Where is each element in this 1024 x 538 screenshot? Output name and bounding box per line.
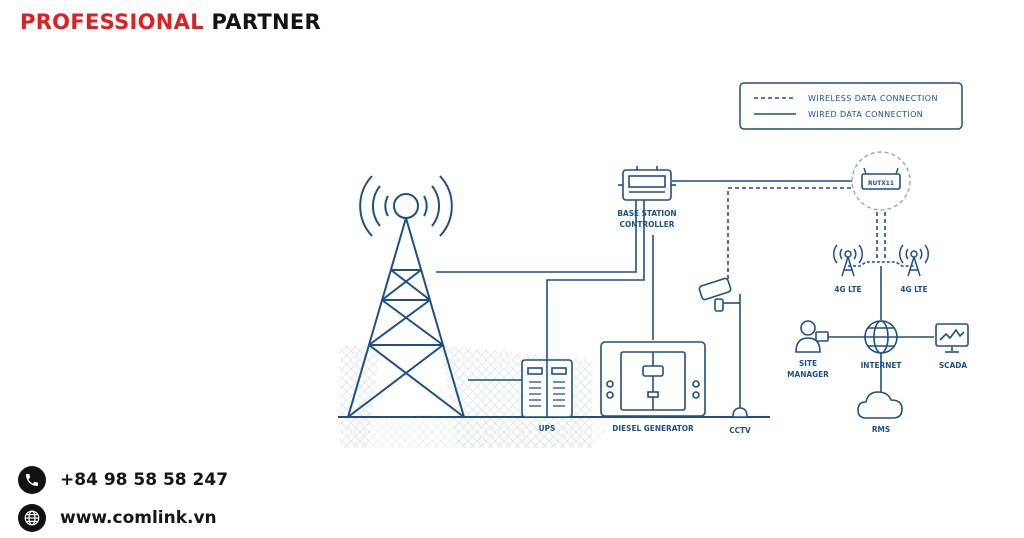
base-station-controller-icon [618, 166, 676, 201]
label-rms: RMS [872, 424, 890, 434]
label-lte-left: 4G LTE [834, 284, 861, 294]
legend-wireless: WIRELESS DATA CONNECTION [808, 94, 938, 103]
diesel-generator-icon [600, 341, 706, 417]
antenna-icon-left [833, 244, 863, 277]
cell-tower-icon [347, 175, 465, 418]
page-header: PROFESSIONAL PARTNER [20, 10, 321, 34]
label-ups: UPS [539, 423, 556, 433]
scada-monitor-icon [935, 323, 969, 353]
label-cctv: CCTV [729, 425, 751, 435]
connections [436, 180, 934, 392]
header-word-partner: PARTNER [211, 10, 321, 34]
label-lte-right: 4G LTE [900, 284, 927, 294]
website-link[interactable]: www.comlink.vn [60, 508, 217, 528]
label-internet: INTERNET [861, 360, 902, 370]
phone-icon [18, 466, 46, 494]
contact-phone: +84 98 58 58 247 [18, 466, 228, 494]
ups-icon [521, 359, 573, 418]
globe-icon [18, 504, 46, 532]
label-base-station-2: CONTROLLER [620, 219, 675, 229]
router-icon [851, 151, 911, 211]
label-site-manager-1: SITE [799, 358, 817, 368]
site-manager-icon [795, 320, 829, 353]
legend-wired: WIRED DATA CONNECTION [808, 110, 923, 119]
header-word-professional: PROFESSIONAL [20, 10, 204, 34]
label-router: RUTX11 [868, 179, 894, 187]
legend: WIRELESS DATA CONNECTION WIRED DATA CONN… [739, 82, 963, 130]
phone-number[interactable]: +84 98 58 58 247 [60, 470, 229, 490]
cctv-camera-icon [698, 277, 748, 418]
label-base-station-1: BASE STATION [617, 208, 676, 218]
label-scada: SCADA [939, 360, 968, 370]
label-site-manager-2: MANAGER [787, 369, 829, 379]
contact-website: www.comlink.vn [18, 504, 217, 532]
internet-globe-icon [864, 320, 898, 354]
label-diesel: DIESEL GENERATOR [612, 423, 694, 433]
antenna-icon-right [899, 244, 929, 277]
cloud-icon [857, 391, 903, 419]
